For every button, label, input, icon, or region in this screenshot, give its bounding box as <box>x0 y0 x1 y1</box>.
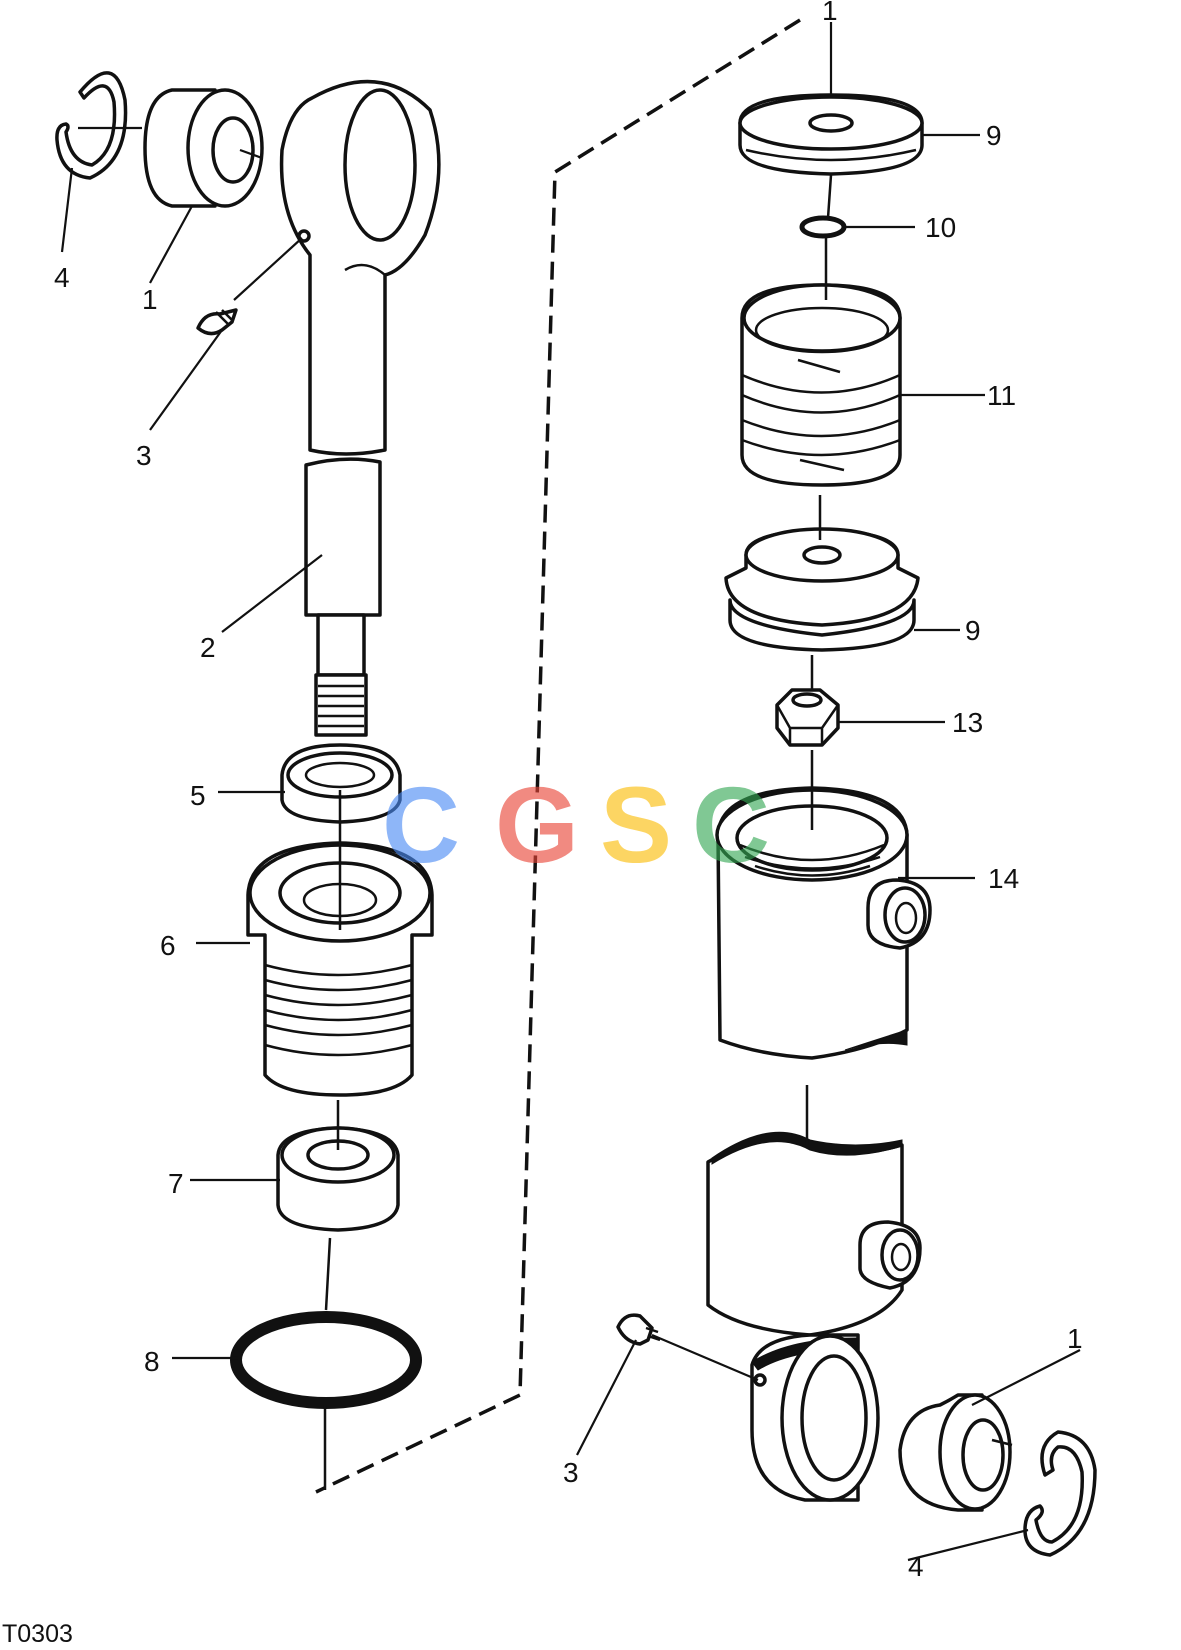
callout-tube-14: 14 <box>988 863 1019 894</box>
hex-nut-13 <box>775 688 840 747</box>
right-axis <box>805 174 833 1145</box>
callout-dash-top: 1 <box>822 0 838 26</box>
figure-code: T0303 <box>2 1620 73 1648</box>
callout-nut-13: 13 <box>952 707 983 738</box>
left-axis <box>323 790 342 1490</box>
grease-fitting-bottom-right <box>616 1313 661 1346</box>
callout-fitting-bottom: 3 <box>563 1457 579 1488</box>
watermark-letter-2: G <box>495 764 579 885</box>
callout-o-ring-10: 10 <box>925 212 956 243</box>
o-ring-8 <box>230 1311 422 1409</box>
watermark-letter-3: S <box>600 764 672 885</box>
callout-nut: 7 <box>168 1168 184 1199</box>
snap-ring-top-left <box>55 71 128 180</box>
callout-seal-11: 11 <box>987 380 1016 411</box>
snap-ring-bottom-right <box>1023 1430 1097 1557</box>
piston-cap-9-top <box>738 93 924 176</box>
grease-fitting-top-left <box>196 308 238 336</box>
rod-eye-end <box>279 79 441 456</box>
o-ring-10 <box>799 215 847 239</box>
dashed-separator <box>315 18 801 1494</box>
callout-bushing-bottom: 1 <box>1067 1323 1083 1354</box>
callout-rod: 2 <box>200 632 216 663</box>
cylinder-tube-14 <box>715 786 932 1060</box>
callout-o-ring-8: 8 <box>144 1346 160 1377</box>
piston-rod <box>304 457 382 737</box>
callout-snap-ring-bottom: 4 <box>908 1551 924 1582</box>
piston-9 <box>724 527 920 652</box>
callout-bushing-top: 1 <box>142 284 158 315</box>
piston-seal-11 <box>740 283 902 487</box>
callout-snap-ring-top: 4 <box>54 262 70 293</box>
callout-gland: 6 <box>160 930 176 961</box>
callout-piston-9: 9 <box>965 615 981 646</box>
callout-cap-9: 9 <box>986 120 1002 151</box>
watermark-letter-1: C <box>382 764 460 885</box>
callout-fitting-top: 3 <box>136 440 152 471</box>
lock-nut-7 <box>276 1126 400 1232</box>
cgsc-watermark: C G S C <box>382 764 770 885</box>
left-leaders <box>60 126 323 1360</box>
callout-wiper: 5 <box>190 780 206 811</box>
right-leaders <box>576 133 1081 1562</box>
watermark-letter-4: C <box>692 764 770 885</box>
cylinder-base <box>706 1131 922 1502</box>
gland-6 <box>246 841 434 1097</box>
bushing-bottom-right <box>898 1393 1013 1512</box>
bushing-top-left <box>143 88 264 208</box>
